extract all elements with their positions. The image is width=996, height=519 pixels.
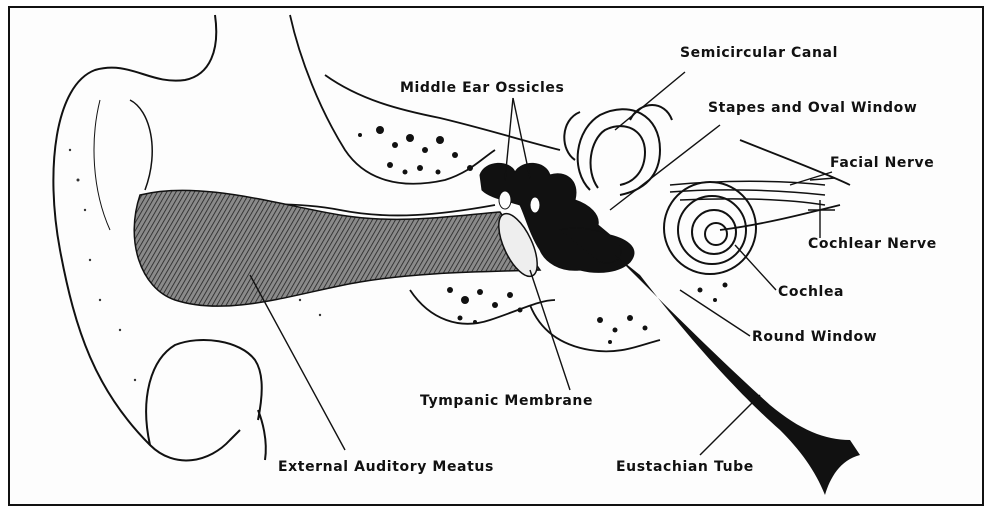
label-stapes-oval-window: Stapes and Oval Window bbox=[708, 100, 917, 116]
nerve-bundle bbox=[670, 178, 835, 210]
label-round-window: Round Window bbox=[752, 329, 877, 345]
cochlea-spiral bbox=[664, 182, 756, 274]
label-cochlear-nerve: Cochlear Nerve bbox=[808, 236, 937, 252]
label-semicircular-canal: Semicircular Canal bbox=[680, 45, 838, 61]
semicircular-canals bbox=[564, 105, 672, 195]
label-cochlea: Cochlea bbox=[778, 284, 844, 300]
label-external-auditory-meatus: External Auditory Meatus bbox=[278, 459, 494, 475]
label-tympanic-membrane: Tympanic Membrane bbox=[420, 393, 593, 409]
label-middle-ear-ossicles: Middle Ear Ossicles bbox=[400, 80, 564, 96]
label-eustachian-tube: Eustachian Tube bbox=[616, 459, 754, 475]
label-facial-nerve: Facial Nerve bbox=[830, 155, 934, 171]
